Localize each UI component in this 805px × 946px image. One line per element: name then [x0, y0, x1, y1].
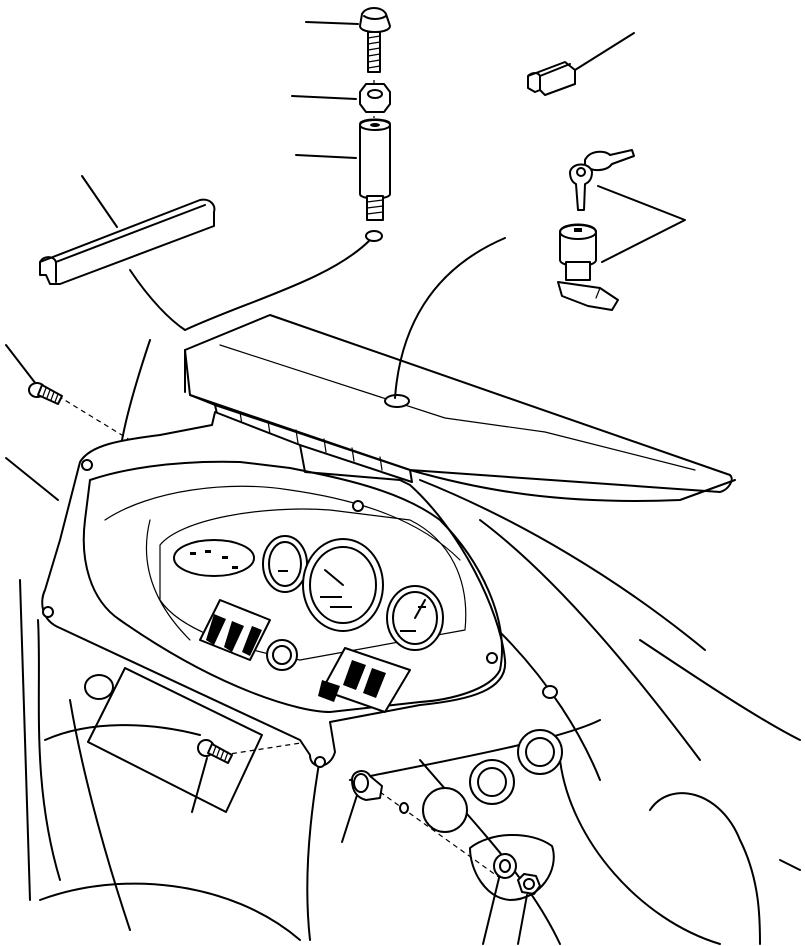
leader-bolt [341, 791, 359, 843]
leader-nut [291, 95, 357, 100]
leader-screw-left [5, 344, 37, 385]
lower-bracket [469, 834, 555, 901]
leader-bumper [305, 21, 359, 25]
edge-trim-long [39, 198, 216, 285]
washer [493, 853, 517, 879]
leader-lines [5, 21, 686, 945]
warning-lights [173, 539, 255, 577]
leader-spacer [295, 154, 357, 159]
lower-panel [87, 667, 263, 813]
switch-block-right [321, 647, 411, 713]
instrument-bezel [41, 411, 507, 768]
leader-lock [597, 185, 686, 263]
leader-trim-small [574, 32, 635, 71]
screw-left [28, 382, 63, 405]
panel-hole-3 [517, 729, 563, 775]
panel-hole-1 [422, 787, 468, 833]
panel-hole-2 [469, 759, 515, 805]
grommet-bolt [351, 770, 383, 801]
leader-nut-lower [517, 894, 528, 945]
leader-screw-lower [191, 757, 208, 813]
bumper-stack [359, 7, 391, 242]
leader-trim-long [81, 175, 118, 228]
screw-lower [197, 739, 233, 764]
cover-hole [384, 394, 410, 408]
threaded-spacer [359, 118, 391, 200]
leader-bezel [5, 457, 59, 501]
leader-washer [482, 877, 500, 945]
small-washer [399, 802, 409, 814]
fasteners [28, 382, 563, 901]
nut-lower [517, 873, 541, 895]
lock-cam [557, 281, 619, 311]
spacer-washer [365, 230, 383, 242]
key-2 [569, 163, 593, 211]
key-1 [584, 149, 635, 172]
edge-trim-small [527, 61, 576, 96]
key-lock [557, 149, 635, 311]
round-switch [266, 639, 298, 671]
